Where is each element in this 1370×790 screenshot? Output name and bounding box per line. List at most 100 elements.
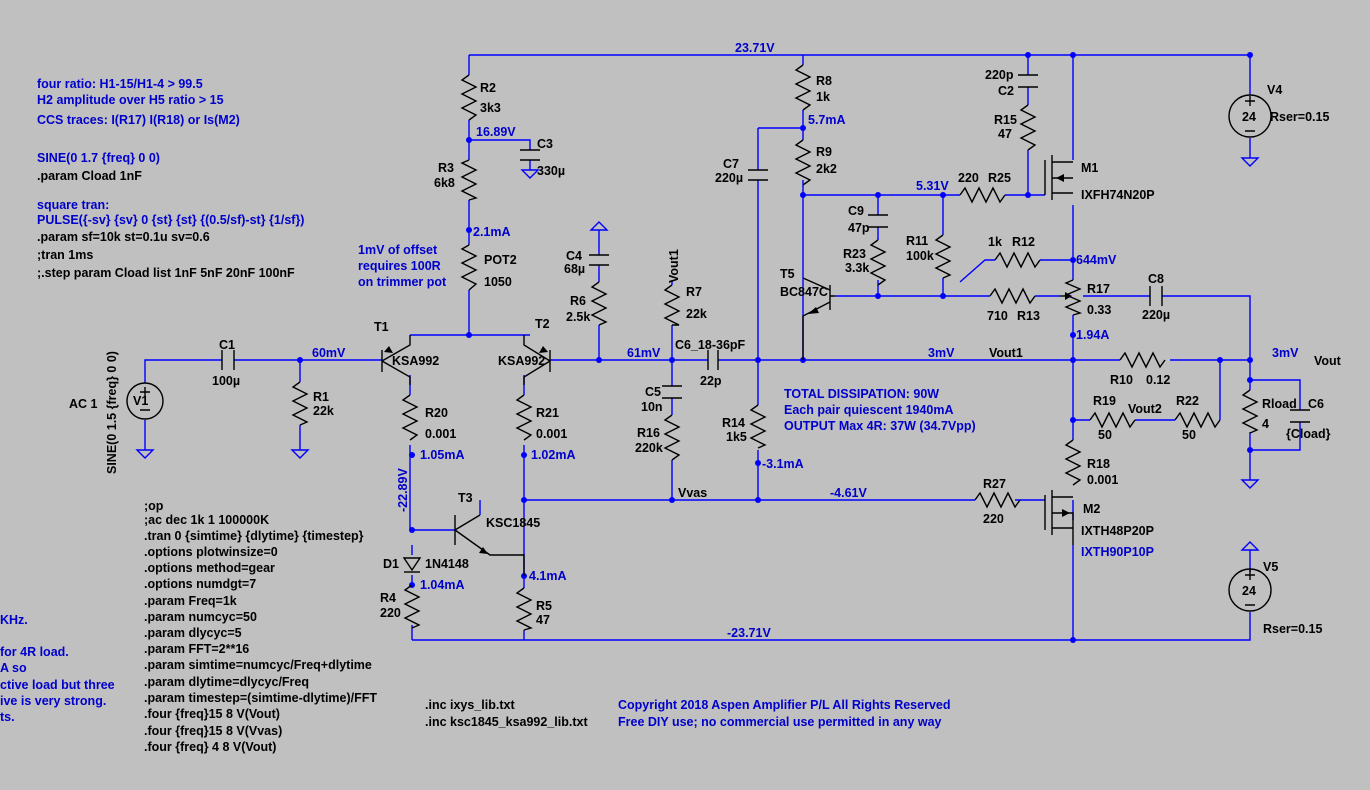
svg-text:requires 100R: requires 100R xyxy=(358,259,441,273)
svg-text:C9: C9 xyxy=(848,204,864,218)
svg-text:220: 220 xyxy=(958,171,979,185)
svg-text:1050: 1050 xyxy=(484,275,512,289)
svg-text:0.12: 0.12 xyxy=(1146,373,1170,387)
svg-text:KHz.: KHz. xyxy=(0,613,28,627)
r8-symbol xyxy=(794,64,812,111)
svg-text:-3.1mA: -3.1mA xyxy=(762,457,804,471)
t1-symbol xyxy=(381,335,411,385)
svg-text:square tran:: square tran: xyxy=(37,198,109,212)
svg-text:1mV of offset: 1mV of offset xyxy=(358,243,438,257)
r3-symbol xyxy=(460,159,478,201)
svg-text:.four {freq}15 8 V(Vvas): .four {freq}15 8 V(Vvas) xyxy=(144,724,282,738)
component-labels: R2 3k3 R3 6k8 POT2 1050 C3 330µ C1 100µ … xyxy=(69,68,1331,636)
svg-text:1.04mA: 1.04mA xyxy=(420,578,464,592)
svg-text:100k: 100k xyxy=(906,249,934,263)
copyright-note: Copyright 2018 Aspen Amplifier P/L All R… xyxy=(618,698,951,729)
r18-symbol xyxy=(1064,439,1082,486)
t2-symbol xyxy=(523,335,551,385)
svg-text:.tran 0 {simtime} {dlytime} {t: .tran 0 {simtime} {dlytime} {timestep} xyxy=(144,529,364,543)
svg-text:Vvas: Vvas xyxy=(678,486,707,500)
svg-text:{Cload}: {Cload} xyxy=(1286,427,1331,441)
svg-text:Free DIY use; no commercial u: Free DIY use; no commercial use permitte… xyxy=(618,715,942,729)
svg-text:1k: 1k xyxy=(988,235,1002,249)
svg-text:R23: R23 xyxy=(843,247,866,261)
c5-symbol xyxy=(662,385,682,399)
r17-symbol xyxy=(1064,279,1083,316)
svg-text:OUTPUT Max 4R: 37W (34.7Vpp): OUTPUT Max 4R: 37W (34.7Vpp) xyxy=(784,419,976,433)
svg-text:R15: R15 xyxy=(994,113,1017,127)
svg-text:V5: V5 xyxy=(1263,560,1278,574)
dissipation-note: TOTAL DISSIPATION: 90W Each pair quiesce… xyxy=(784,387,976,433)
r10-symbol xyxy=(1119,351,1166,369)
svg-text:220: 220 xyxy=(983,512,1004,526)
svg-text:2k2: 2k2 xyxy=(816,162,837,176)
r6-symbol xyxy=(590,281,608,326)
v4-symbol xyxy=(1228,94,1272,138)
svg-text:R12: R12 xyxy=(1012,235,1035,249)
c7-symbol xyxy=(748,169,768,181)
svg-text:0.001: 0.001 xyxy=(536,427,567,441)
t3-symbol xyxy=(454,514,525,576)
c1-symbol xyxy=(221,350,235,370)
svg-text:R22: R22 xyxy=(1176,394,1199,408)
r22-symbol xyxy=(1174,411,1221,429)
svg-text:50: 50 xyxy=(1098,428,1112,442)
r9-symbol xyxy=(794,139,812,186)
svg-text:24: 24 xyxy=(1242,584,1256,598)
svg-text:47: 47 xyxy=(998,127,1012,141)
r27-symbol xyxy=(974,491,1021,509)
svg-text:4: 4 xyxy=(1262,417,1269,431)
svg-text:3mV: 3mV xyxy=(928,346,955,360)
svg-text:-22.89V: -22.89V xyxy=(396,468,410,512)
svg-text:T1: T1 xyxy=(374,320,389,334)
svg-text:2.1mA: 2.1mA xyxy=(473,225,511,239)
svg-text:R21: R21 xyxy=(536,406,559,420)
r15-symbol xyxy=(1019,104,1037,151)
svg-text:R17: R17 xyxy=(1087,282,1110,296)
svg-text:PULSE({-sv} {sv} 0 {st} {st} {: PULSE({-sv} {sv} 0 {st} {st} {(0.5/sf)-s… xyxy=(37,213,304,227)
m2-symbol xyxy=(1044,490,1074,545)
v1-symbol xyxy=(126,382,164,420)
svg-text:BC847C: BC847C xyxy=(780,285,828,299)
svg-text:R14: R14 xyxy=(722,416,745,430)
r19-symbol xyxy=(1089,411,1136,429)
svg-text:.param dlytime=dlycyc/Freq: .param dlytime=dlycyc/Freq xyxy=(144,675,309,689)
svg-text:1k: 1k xyxy=(816,90,830,104)
c3-symbol xyxy=(520,149,540,161)
svg-text:330µ: 330µ xyxy=(537,164,565,178)
svg-text:.four {freq} 4 8 V(Vout): .four {freq} 4 8 V(Vout) xyxy=(144,740,276,754)
svg-text:;ac dec 1k 1 100000K: ;ac dec 1k 1 100000K xyxy=(144,513,269,527)
svg-text:61mV: 61mV xyxy=(627,346,661,360)
c2-symbol xyxy=(1018,74,1038,88)
svg-text:-23.71V: -23.71V xyxy=(727,626,771,640)
svg-text:100µ: 100µ xyxy=(212,374,240,388)
svg-text:A so: A so xyxy=(0,661,27,675)
svg-text:1k5: 1k5 xyxy=(726,430,747,444)
left-cut-comments: KHz. for 4R load. A so ctive load but th… xyxy=(0,613,115,724)
svg-text:Rload: Rload xyxy=(1262,397,1297,411)
svg-text:10n: 10n xyxy=(641,400,663,414)
svg-text:C8: C8 xyxy=(1148,272,1164,286)
svg-text:CCS traces: I(R17) I(R18) or I: CCS traces: I(R17) I(R18) or Is(M2) xyxy=(37,113,240,127)
r11-symbol xyxy=(934,234,952,279)
svg-text:Vout: Vout xyxy=(1314,354,1342,368)
svg-text:D1: D1 xyxy=(383,557,399,571)
r1-symbol xyxy=(291,381,309,426)
svg-text:Vout1: Vout1 xyxy=(667,249,681,283)
svg-text:47p: 47p xyxy=(848,221,870,235)
svg-text:R10: R10 xyxy=(1110,373,1133,387)
svg-text:KSC1845: KSC1845 xyxy=(486,516,540,530)
transistors xyxy=(381,155,1074,576)
svg-text:68µ: 68µ xyxy=(564,262,585,276)
svg-text:23.71V: 23.71V xyxy=(735,41,775,55)
r4-symbol xyxy=(403,584,421,629)
svg-text:24: 24 xyxy=(1242,110,1256,124)
svg-text:1.05mA: 1.05mA xyxy=(420,448,464,462)
r16-symbol xyxy=(663,414,681,461)
svg-text:644mV: 644mV xyxy=(1076,253,1117,267)
svg-text:for 4R load.: for 4R load. xyxy=(0,645,69,659)
svg-text:T5: T5 xyxy=(780,267,795,281)
svg-text:.options numdgt=7: .options numdgt=7 xyxy=(144,577,256,591)
junction-dots xyxy=(297,52,1253,643)
